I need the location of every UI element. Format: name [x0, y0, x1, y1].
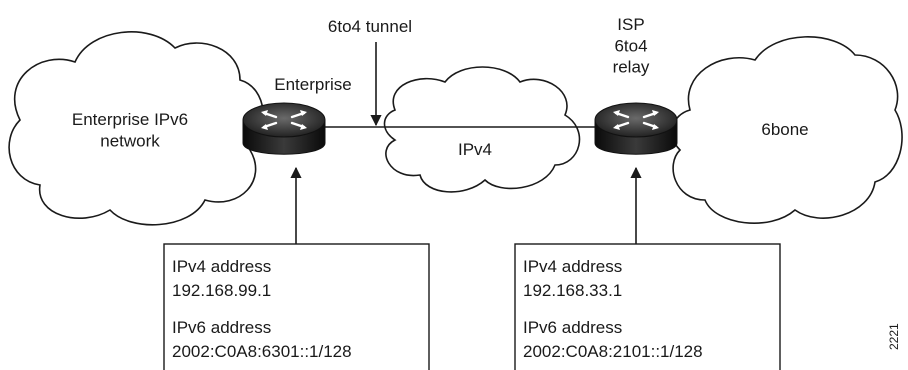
enterprise-ipv4-value: 192.168.99.1: [172, 281, 271, 300]
enterprise-ipv6-value: 2002:C0A8:6301::1/128: [172, 342, 352, 361]
enterprise-ipv4-heading: IPv4 address: [172, 257, 271, 276]
isp-relay-router-icon: [594, 102, 678, 155]
isp-ipv4-value: 192.168.33.1: [523, 281, 622, 300]
enterprise-ipv6-heading: IPv6 address: [172, 318, 271, 337]
6bone-cloud: [671, 36, 903, 224]
isp-ipv6-heading: IPv6 address: [523, 318, 622, 337]
ipv4-cloud: [383, 66, 581, 193]
ipv4-cloud-label: IPv4: [458, 140, 492, 159]
isp-ipv4-heading: IPv4 address: [523, 257, 622, 276]
6bone-cloud-label: 6bone: [761, 120, 808, 139]
enterprise-router-icon: [242, 102, 326, 155]
enterprise-address-box: IPv4 address 192.168.99.1 IPv6 address 2…: [163, 243, 430, 370]
tunnel-label: 6to4 tunnel: [328, 17, 412, 36]
isp-ipv6-value: 2002:C0A8:2101::1/128: [523, 342, 703, 361]
enterprise-router-label: Enterprise: [274, 75, 351, 94]
figure-id: 2221: [887, 323, 901, 350]
isp-address-box: IPv4 address 192.168.33.1 IPv6 address 2…: [514, 243, 781, 370]
